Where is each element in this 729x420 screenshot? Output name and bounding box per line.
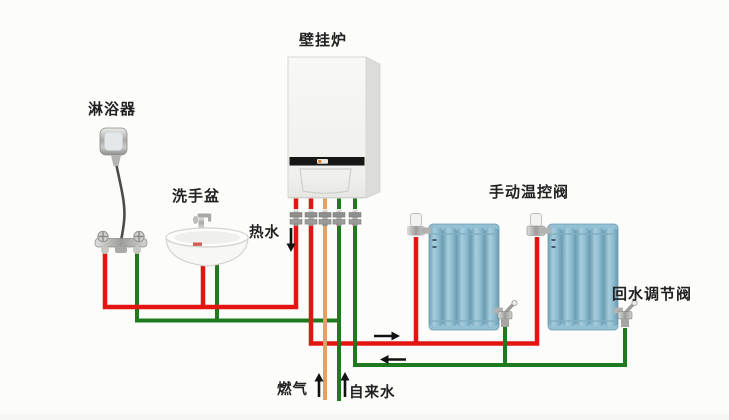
boiler-front-face <box>287 56 367 199</box>
boiler-valve <box>289 209 303 226</box>
radiator-brand-mark <box>432 246 437 248</box>
wall-hung-boiler <box>287 56 381 199</box>
basin-inner <box>174 231 240 244</box>
shower-head-face <box>104 132 123 151</box>
radiator-1 <box>428 223 500 331</box>
boiler-valve <box>318 209 332 226</box>
shower-supply-escutcheon-hot <box>101 246 109 254</box>
radiator-brand-mark <box>551 239 556 241</box>
radiator-brand-mark <box>551 246 556 248</box>
shower-unit <box>94 127 148 254</box>
boiler-valve <box>348 209 362 226</box>
basin-red-detail <box>193 242 202 246</box>
boiler-side-face <box>365 56 381 199</box>
manual-temp-valve-label: 手动温控阀 <box>489 183 570 201</box>
shower-mixer-diverter <box>115 246 127 253</box>
shower-mixer-handle-left <box>97 230 109 243</box>
return-valve-label: 回水调节阀 <box>612 285 693 303</box>
shower-hose <box>114 162 126 243</box>
flow-arrows <box>286 228 406 397</box>
basin-bowl <box>165 237 249 267</box>
radiator-brand-mark <box>432 239 437 241</box>
radiator-2 <box>547 223 619 331</box>
hot-water-label: 热水 <box>249 225 280 241</box>
boiler-label: 壁挂炉 <box>299 31 348 49</box>
pipe-hot-water <box>102 198 299 310</box>
return-left-arrow <box>380 355 406 364</box>
gas-label: 燃气 <box>277 382 308 398</box>
boiler-valve <box>304 209 318 226</box>
tap-water-label: 自来水 <box>349 385 396 401</box>
gas-up-arrow <box>314 373 324 397</box>
manual-thermostat-valve-1 <box>407 213 431 236</box>
shower-head-connector <box>111 155 121 166</box>
basin-label: 洗手盆 <box>172 187 221 205</box>
pipe-heating-supply <box>308 198 540 346</box>
tap-water-up-arrow <box>340 372 350 397</box>
boiler-logo-mark <box>318 160 322 163</box>
shower-supply-escutcheon-cold <box>133 246 141 254</box>
return-regulating-valve <box>614 299 638 327</box>
washbasin <box>165 213 249 267</box>
boiler-valve <box>332 209 346 226</box>
boiler-connection-valves <box>289 209 362 226</box>
bottom-shade <box>0 414 729 420</box>
supply-right-arrow <box>374 331 400 341</box>
return-valve-1 <box>494 299 518 327</box>
shower-mixer-handle-right <box>133 230 145 243</box>
shower-label: 淋浴器 <box>88 100 137 118</box>
hot-water-down-arrow <box>286 228 296 252</box>
manual-thermostat-valve-2 <box>526 213 551 236</box>
pipe-cold-water-branch <box>135 250 339 323</box>
boiler-lower-panel <box>299 168 352 194</box>
pipe-heating-return <box>353 198 627 367</box>
